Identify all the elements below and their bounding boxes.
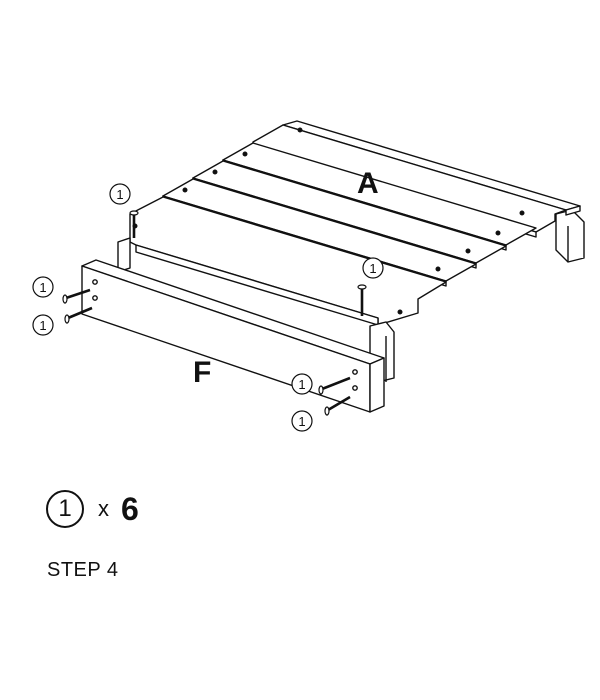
callout-number: 1: [298, 414, 305, 429]
legend-callout-icon: 1: [46, 490, 84, 528]
step-label: STEP 4: [47, 559, 119, 581]
callout-circle: [32, 276, 54, 298]
callout-circle: [109, 183, 131, 205]
screw-icon: [62, 288, 91, 304]
screw-icon: [318, 376, 351, 395]
callout-circle: [291, 373, 313, 395]
legend-quantity: 6: [121, 490, 139, 527]
callout-number: 1: [298, 377, 305, 392]
slat-a5: [129, 196, 447, 326]
back-cleat: [555, 209, 585, 263]
callout-number: 1: [39, 280, 46, 295]
callout-number: 1: [369, 261, 376, 276]
assembly-illustration: 1 1 1 1 1 1 A F: [32, 120, 585, 432]
legend-times-sign: x: [98, 496, 109, 521]
callout-circle: [291, 410, 313, 432]
part-label-f: F: [193, 356, 211, 389]
callout-number: 1: [116, 187, 123, 202]
screw-quantity-legend: 1 x 6: [46, 487, 139, 531]
legend-callout-number: 1: [58, 495, 72, 522]
screw-icon: [129, 210, 139, 238]
callout-number: 1: [39, 318, 46, 333]
screw-icon: [324, 395, 351, 416]
screw-icon: [64, 306, 93, 324]
screw-icon: [357, 284, 367, 316]
part-label-a: A: [357, 167, 379, 200]
callout-circle: [362, 257, 384, 279]
callout-circle: [32, 314, 54, 336]
